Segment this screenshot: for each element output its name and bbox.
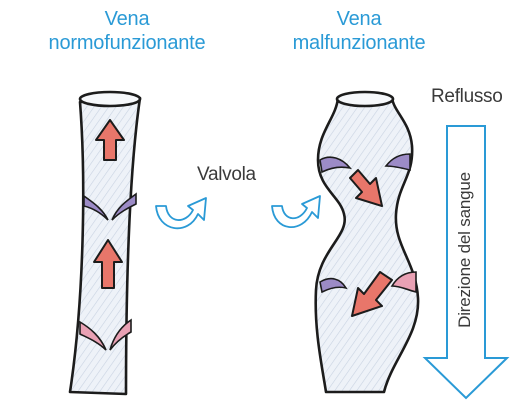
- healthy-vein-title-line2: normofunzionante: [36, 31, 218, 55]
- malfunctioning-vein-title: Vena malfunzionante: [268, 7, 450, 55]
- curved-arrow-icon: [272, 196, 320, 227]
- malfunctioning-vein-title-line1: Vena: [268, 7, 450, 31]
- curved-arrow-icon: [156, 198, 206, 228]
- valve-label: Valvola: [197, 164, 256, 186]
- malfunctioning-vein-opening: [337, 92, 393, 106]
- malfunctioning-vein: [316, 92, 418, 392]
- blood-direction-label: Direzione del sangue: [455, 172, 475, 328]
- malfunctioning-vein-title-line2: malfunzionante: [268, 31, 450, 55]
- healthy-vein: [70, 92, 140, 394]
- malfunctioning-vein-body: [316, 98, 418, 392]
- healthy-vein-opening: [80, 92, 140, 106]
- reflux-label: Reflusso: [431, 86, 503, 108]
- healthy-vein-title: Vena normofunzionante: [36, 7, 218, 55]
- healthy-vein-title-line1: Vena: [36, 7, 218, 31]
